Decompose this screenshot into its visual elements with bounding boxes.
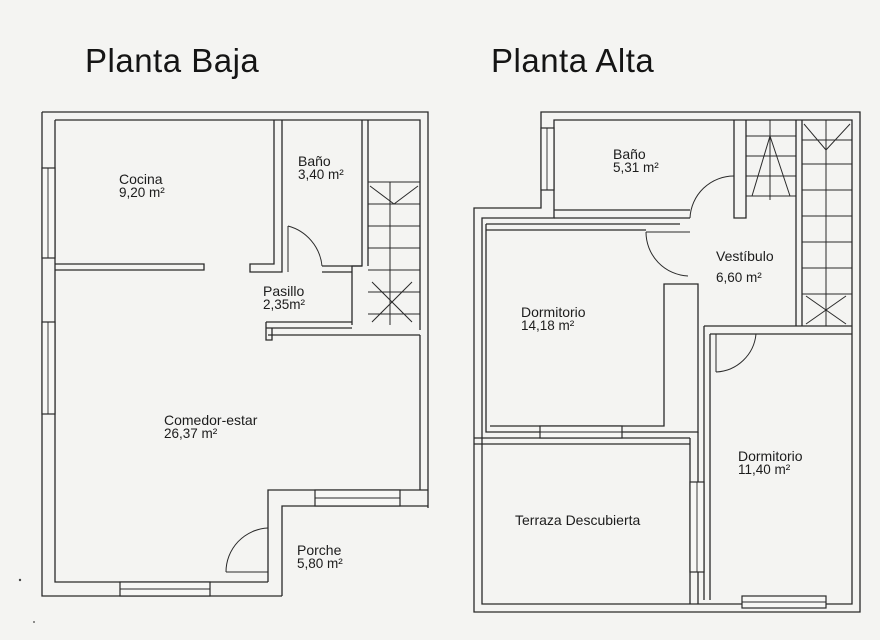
room-label-dormitorio-2: Dormitorio 11,40 m² — [738, 449, 803, 477]
room-area: 3,40 m² — [298, 167, 344, 182]
scan-speck — [18, 578, 22, 582]
ground-outer-walls — [41, 111, 429, 597]
room-label-bano-upper: Baño 5,31 m² — [613, 147, 659, 175]
room-area: 2,35m² — [263, 297, 306, 312]
room-label-cocina: Cocina 9,20 m² — [119, 172, 165, 200]
room-name: Vestíbulo — [716, 248, 774, 264]
ground-interior-walls — [55, 120, 369, 341]
window — [41, 167, 56, 259]
ground-floor-title: Planta Baja — [85, 42, 260, 79]
room-name: Dormitorio — [521, 304, 586, 320]
room-label-terraza: Terraza Descubierta — [515, 513, 640, 527]
room-name: Terraza Descubierta — [515, 512, 641, 528]
door-swing — [645, 231, 689, 277]
room-label-comedor: Comedor-estar 26,37 m² — [164, 413, 257, 441]
room-name: Cocina — [119, 171, 163, 187]
room-area: 11,40 m² — [738, 462, 791, 477]
window — [41, 321, 56, 415]
room-area: 5,31 m² — [613, 160, 659, 175]
room-area: 6,60 m² — [716, 270, 762, 285]
room-name: Porche — [297, 542, 342, 558]
upper-floor-title: Planta Alta — [491, 42, 655, 79]
door-swing — [715, 333, 757, 373]
upper-staircase — [746, 120, 852, 326]
room-area: 26,37 m² — [164, 426, 218, 441]
ground-floor-plan — [41, 111, 429, 597]
door-swing — [225, 527, 269, 573]
upper-floor-plan — [473, 111, 861, 613]
room-label-pasillo: Pasillo 2,35m² — [263, 284, 305, 312]
room-area: 14,18 m² — [521, 318, 575, 333]
room-area: 9,20 m² — [119, 185, 165, 200]
room-label-vestibulo: Vestíbulo 6,60 m² — [716, 249, 774, 285]
room-label-porche: Porche 5,80 m² — [297, 543, 343, 571]
ground-staircase — [368, 181, 420, 325]
room-name: Baño — [298, 153, 331, 169]
room-name: Comedor-estar — [164, 412, 258, 428]
room-area: 5,80 m² — [297, 556, 343, 571]
room-label-bano-ground: Baño 3,40 m² — [298, 154, 344, 182]
room-name: Dormitorio — [738, 448, 803, 464]
room-name: Pasillo — [263, 283, 305, 299]
upper-interior-walls — [474, 120, 852, 604]
scan-speck — [33, 621, 35, 623]
room-label-dormitorio-1: Dormitorio 14,18 m² — [521, 305, 586, 333]
door-swing — [689, 175, 735, 219]
window — [540, 127, 555, 191]
door-swing — [287, 225, 323, 267]
room-name: Baño — [613, 146, 646, 162]
